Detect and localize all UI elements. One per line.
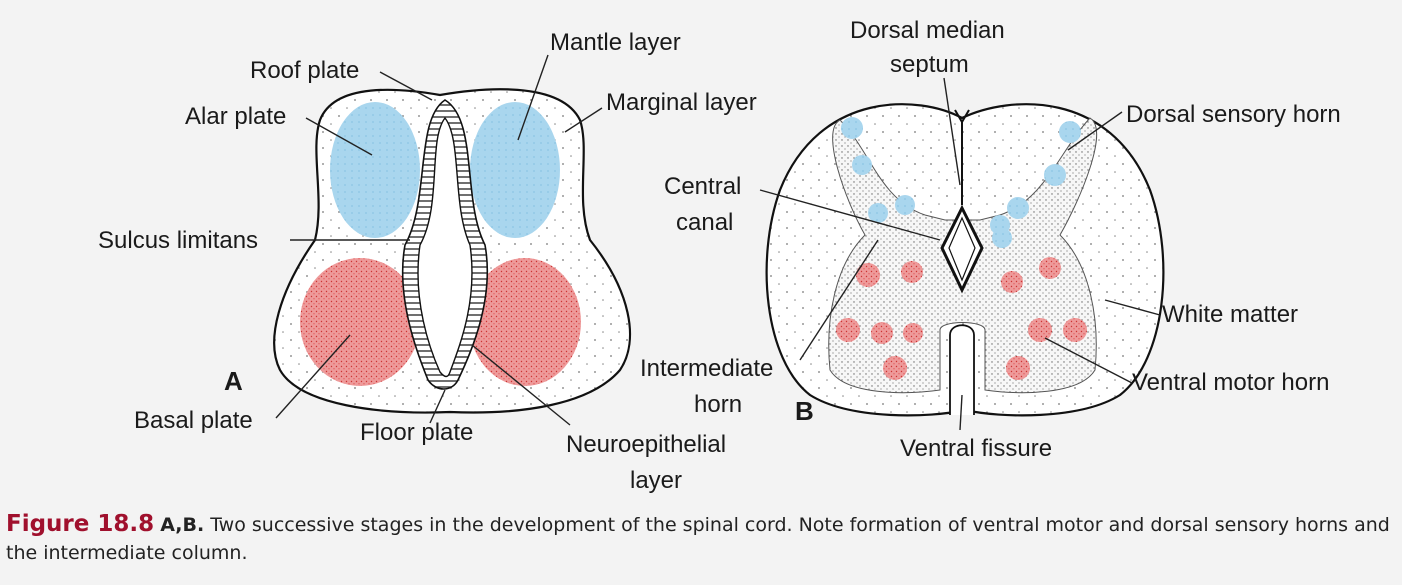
- label-central-canal-2: canal: [676, 209, 733, 236]
- label-mantle-layer: Mantle layer: [550, 29, 681, 56]
- label-dorsal-median-septum-1: Dorsal median: [850, 17, 1005, 44]
- figure-caption: Figure 18.8 A,B. Two successive stages i…: [6, 510, 1396, 567]
- label-marginal-layer: Marginal layer: [606, 89, 757, 116]
- label-basal-plate: Basal plate: [134, 407, 253, 434]
- dorsal-horn-dot: [992, 228, 1012, 248]
- ventral-horn-dot: [901, 261, 923, 283]
- dorsal-horn-dot: [1059, 121, 1081, 143]
- alar-plate-right: [470, 102, 560, 238]
- dorsal-horn-dot: [895, 195, 915, 215]
- label-alar-plate: Alar plate: [185, 103, 286, 130]
- panel-b-letter: B: [795, 396, 814, 426]
- ventral-horn-dot: [1028, 318, 1052, 342]
- caption-panels: A,B.: [160, 514, 204, 536]
- ventral-horn-dot: [1006, 356, 1030, 380]
- caption-text: Two successive stages in the development…: [6, 514, 1390, 564]
- ventral-horn-dot: [871, 322, 893, 344]
- ventral-horn-dot: [836, 318, 860, 342]
- label-roof-plate: Roof plate: [250, 57, 359, 84]
- ventral-horn-dot: [883, 356, 907, 380]
- dorsal-horn-dot: [1044, 164, 1066, 186]
- label-intermediate-horn-2: horn: [694, 391, 742, 418]
- spinal-cord-diagram: Roof plate Mantle layer Alar plate Margi…: [0, 0, 1402, 505]
- label-neuroepithelial-2: layer: [630, 467, 682, 494]
- label-central-canal-1: Central: [664, 173, 741, 200]
- label-dorsal-median-septum-2: septum: [890, 51, 969, 78]
- dorsal-horn-dot: [852, 155, 872, 175]
- label-neuroepithelial-1: Neuroepithelial: [566, 431, 726, 458]
- label-sulcus-limitans: Sulcus limitans: [98, 227, 258, 254]
- alar-plate-left: [330, 102, 420, 238]
- label-white-matter: White matter: [1162, 301, 1298, 328]
- label-floor-plate: Floor plate: [360, 419, 473, 446]
- dorsal-horn-dot: [868, 203, 888, 223]
- panel-a: [274, 89, 630, 412]
- label-ventral-fissure: Ventral fissure: [900, 435, 1052, 462]
- caption-figure-number: Figure 18.8: [6, 511, 154, 537]
- ventral-horn-dot: [1063, 318, 1087, 342]
- ventral-horn-dot: [903, 323, 923, 343]
- label-dorsal-sensory-horn: Dorsal sensory horn: [1126, 101, 1341, 128]
- label-intermediate-horn-1: Intermediate: [640, 355, 773, 382]
- panel-a-letter: A: [224, 366, 243, 396]
- label-ventral-motor-horn: Ventral motor horn: [1132, 369, 1329, 396]
- ventral-horn-dot: [856, 263, 880, 287]
- dorsal-horn-dot: [841, 117, 863, 139]
- dorsal-horn-dot: [1007, 197, 1029, 219]
- ventral-horn-dot: [1001, 271, 1023, 293]
- ventral-horn-dot: [1039, 257, 1061, 279]
